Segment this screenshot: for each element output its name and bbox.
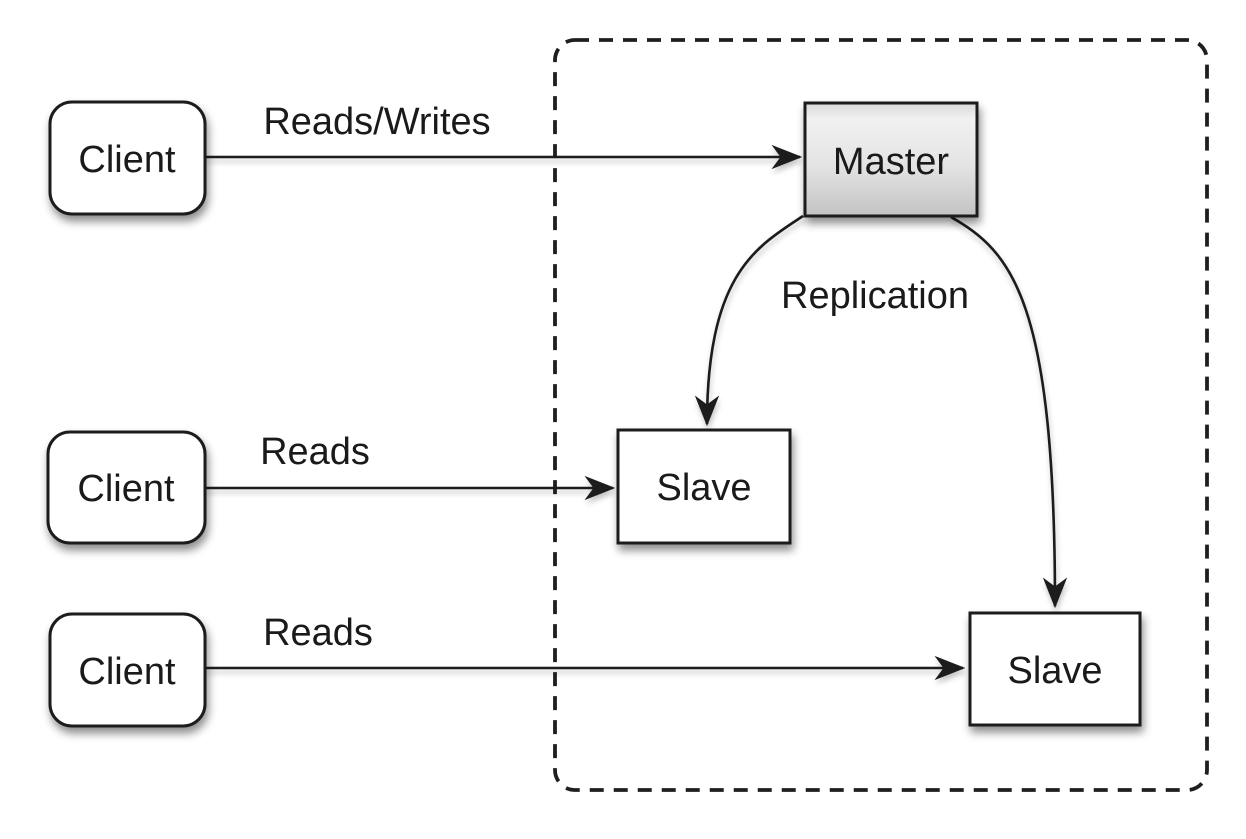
node-client-2-label: Client bbox=[77, 468, 175, 510]
node-slave-1 bbox=[616, 428, 792, 545]
node-master bbox=[803, 101, 979, 218]
edge-label-replication: Replication bbox=[781, 275, 969, 317]
node-client-1 bbox=[48, 100, 207, 216]
node-client-3 bbox=[48, 612, 207, 728]
edge-label-reads-2: Reads bbox=[263, 612, 373, 654]
edges-group bbox=[205, 144, 1068, 681]
node-slave-1-label: Slave bbox=[656, 467, 751, 509]
edge-master-slave1-replication-arrow bbox=[694, 214, 804, 427]
edge-label-reads-1: Reads bbox=[260, 431, 370, 473]
nodes-group bbox=[46, 100, 1142, 728]
edge-master-slave2-replication-arrow bbox=[950, 215, 1068, 609]
node-slave-2-label: Slave bbox=[1007, 650, 1102, 692]
edge-label-reads-writes: Reads/Writes bbox=[263, 101, 490, 143]
node-master-label: Master bbox=[833, 141, 949, 183]
node-slave-2 bbox=[968, 611, 1142, 727]
cluster-boundary bbox=[553, 38, 1209, 792]
node-client-2 bbox=[46, 430, 207, 545]
node-client-1-label: Client bbox=[78, 139, 176, 181]
node-client-3-label: Client bbox=[78, 651, 176, 693]
